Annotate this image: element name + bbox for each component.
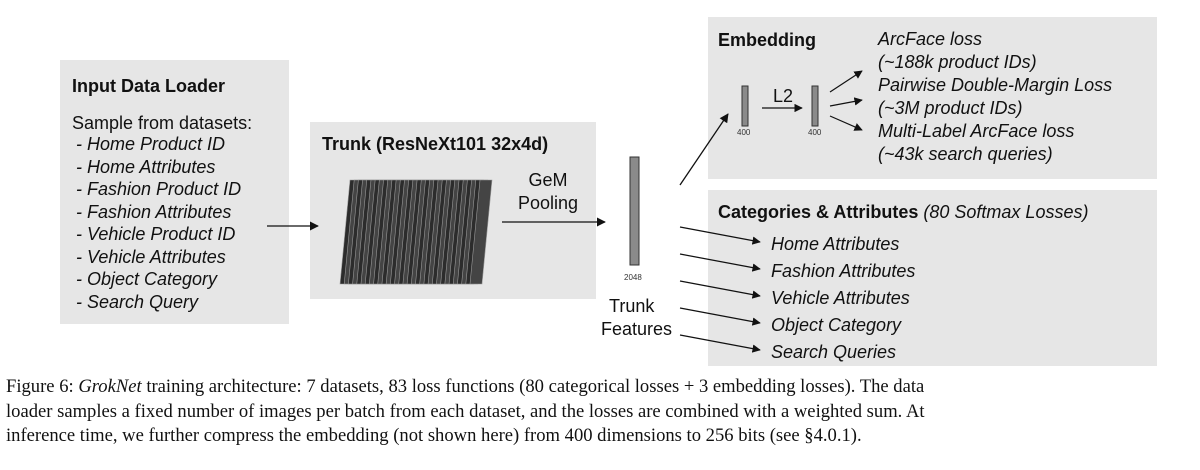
dataset-item: - Fashion Product ID — [76, 179, 242, 199]
embedding-loss-arrow — [829, 70, 863, 93]
attribute-arrow — [679, 253, 761, 272]
categories-title: Categories & Attributes (80 Softmax Loss… — [718, 202, 1088, 223]
embedding-loss: ArcFace loss — [878, 29, 983, 49]
pooling-label-line2: Pooling — [517, 193, 579, 213]
attribute-arrow — [679, 226, 761, 245]
caption-line3: inference time, we further compress the … — [6, 425, 862, 446]
dataset-item: - Vehicle Product ID — [76, 224, 236, 244]
embedding-loss-arrow — [829, 97, 863, 107]
trunk-features-bar — [629, 156, 640, 266]
pooling-label-line1: GeM — [528, 170, 568, 190]
dataset-item: - Home Attributes — [76, 156, 216, 177]
dataset-item: - Search Query — [76, 291, 199, 312]
input-loader-subtitle: Sample from datasets: — [72, 113, 253, 133]
attribute-output: Home Attributes — [771, 234, 900, 254]
embedding-loss-detail: (~43k search queries) — [878, 144, 1053, 164]
categories-panel — [708, 190, 1157, 366]
input-loader-title: Input Data Loader — [72, 76, 226, 96]
attribute-arrow — [679, 307, 761, 326]
dataset-item: - Vehicle Attributes — [76, 246, 226, 267]
attribute-output: Vehicle Attributes — [771, 288, 910, 308]
l2-norm-label: L2 — [773, 86, 794, 106]
embedding-loss-arrow — [829, 115, 863, 131]
embedding-dim-out: 400 — [808, 128, 822, 137]
features-to-embedding-arrow — [679, 113, 729, 186]
figure-caption: Figure 6: GrokNet training architecture:… — [6, 375, 1196, 449]
input-data-loader-panel — [60, 60, 289, 324]
normalized-embedding-bar — [811, 85, 819, 127]
attribute-output: Search Queries — [771, 342, 897, 362]
attribute-arrow — [679, 280, 761, 299]
attribute-arrow — [679, 334, 761, 353]
attribute-output: Fashion Attributes — [771, 261, 916, 281]
embedding-loss: Pairwise Double-Margin Loss — [878, 75, 1113, 95]
embedding-dim-in: 400 — [737, 128, 751, 137]
embedding-title: Embedding — [718, 30, 816, 50]
caption-line2: loader samples a fixed number of images … — [6, 400, 925, 422]
embedding-panel — [708, 17, 1157, 179]
attribute-output: Object Category — [771, 315, 902, 335]
caption-model-name: GrokNet — [78, 376, 142, 397]
feature-dim-label: 2048 — [624, 273, 642, 282]
trunk-features-line2: Features — [601, 319, 673, 339]
embedding-bar — [741, 85, 749, 127]
dataset-item: - Fashion Attributes — [76, 201, 232, 222]
trunk-layer-slab — [469, 179, 493, 285]
trunk-layer-stack-icon — [339, 179, 493, 285]
dataset-item: - Object Category — [76, 269, 218, 289]
trunk-title: Trunk (ResNeXt101 32x4d) — [322, 134, 549, 154]
embedding-loss-detail: (~3M product IDs) — [878, 98, 1023, 118]
categories-title-main: Categories & Attributes — [718, 202, 919, 222]
caption-line1: training architecture: 7 datasets, 83 lo… — [141, 376, 925, 397]
caption-prefix: Figure 6: — [6, 376, 79, 397]
embedding-loss: Multi-Label ArcFace loss — [878, 121, 1075, 141]
dataset-list: - Home Product ID - Home Attributes - Fa… — [76, 133, 241, 313]
categories-title-suffix: (80 Softmax Losses) — [923, 202, 1089, 222]
embedding-loss-detail: (~188k product IDs) — [878, 52, 1037, 72]
dataset-item: - Home Product ID — [76, 134, 226, 154]
trunk-features-line1: Trunk — [609, 296, 655, 316]
